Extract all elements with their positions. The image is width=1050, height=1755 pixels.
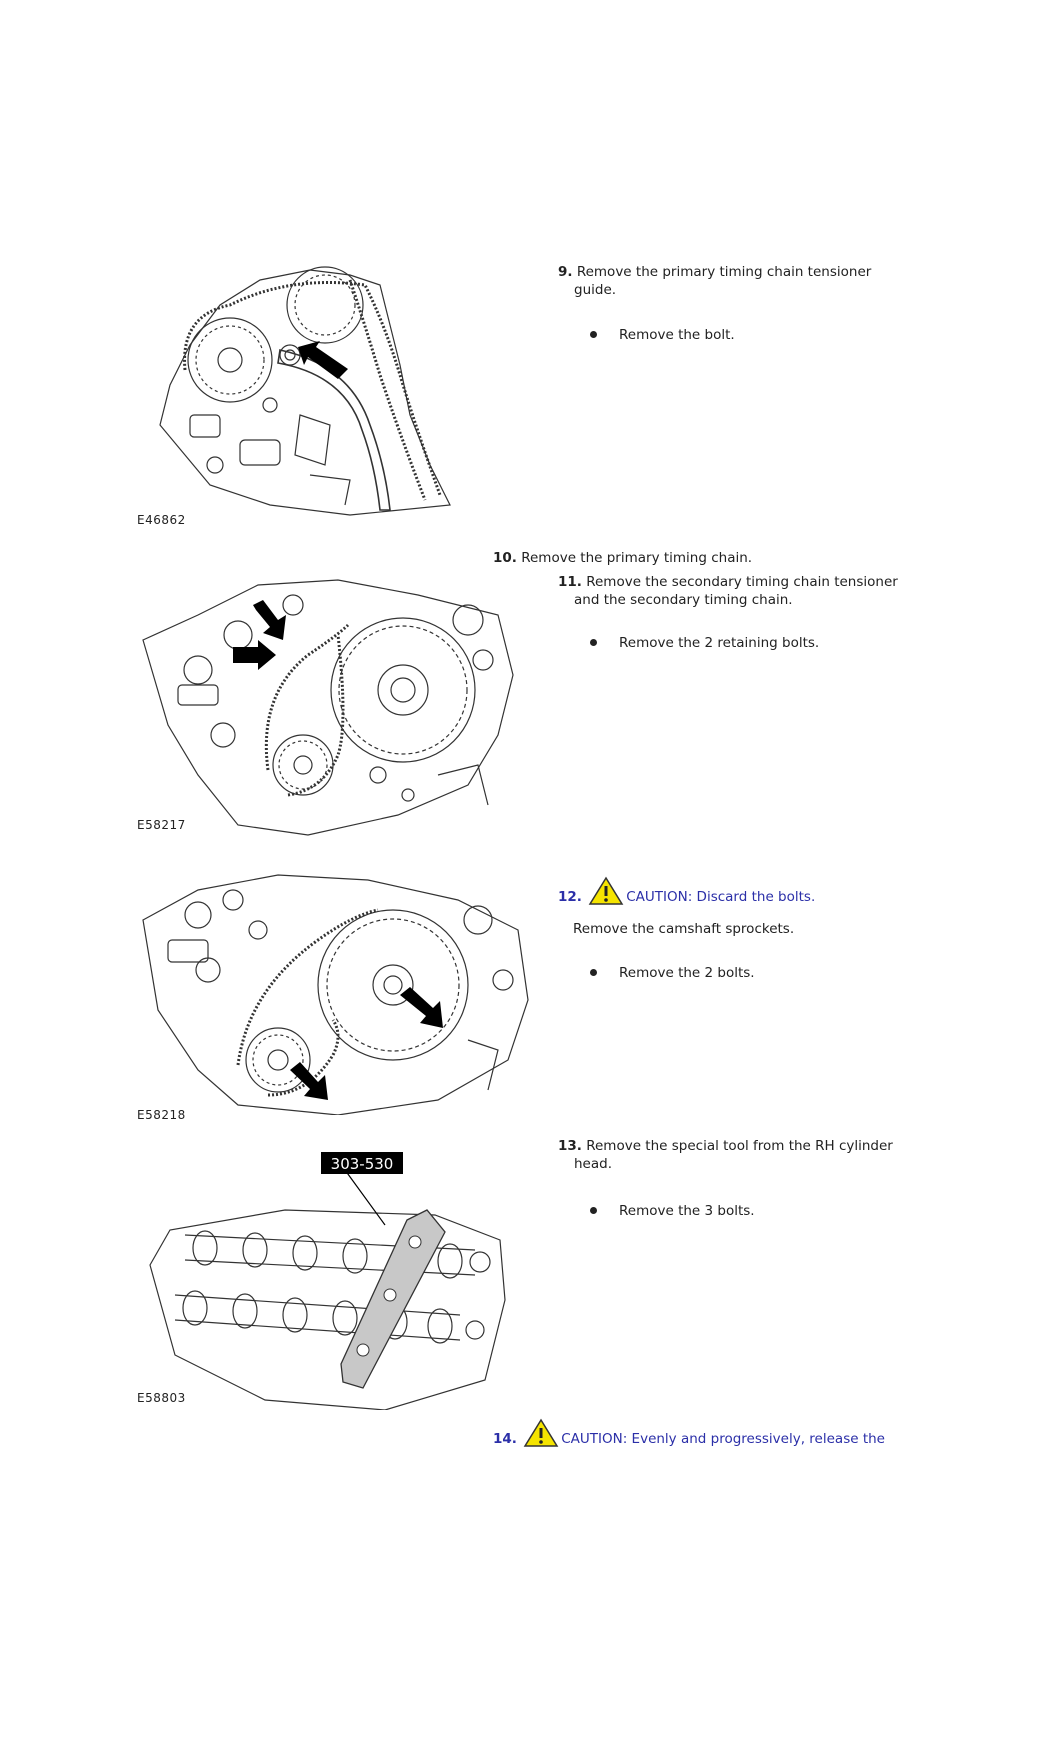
caution-text: CAUTION: Evenly and progressively, relea… xyxy=(561,1431,885,1447)
figure-secondary-chain xyxy=(138,575,518,840)
step-12-bullet: Remove the 2 bolts. xyxy=(590,964,755,982)
figure-code: E58217 xyxy=(137,818,186,832)
figure-tensioner-guide xyxy=(150,265,505,525)
step-10: 10. Remove the primary timing chain. xyxy=(493,549,752,567)
step-text-cont: and the secondary timing chain. xyxy=(574,592,793,608)
caution-text: CAUTION: Discard the bolts. xyxy=(626,889,816,905)
step-text: Remove the primary timing chain. xyxy=(521,550,753,566)
step-13: 13. Remove the special tool from the RH … xyxy=(558,1137,978,1173)
bullet-text: Remove the bolt. xyxy=(619,327,735,343)
bullet-text: Remove the 3 bolts. xyxy=(619,1203,755,1219)
step-number: 11. xyxy=(558,574,582,590)
step-12-text: Remove the camshaft sprockets. xyxy=(573,920,794,938)
figure-special-tool: 303-530 xyxy=(145,1150,515,1410)
step-12: 12. CAUTION: Discard the bolts. xyxy=(558,876,815,906)
step-11-bullet: Remove the 2 retaining bolts. xyxy=(590,634,819,652)
step-text: Remove the special tool from the RH cyli… xyxy=(586,1138,893,1154)
step-9-bullet: Remove the bolt. xyxy=(590,326,735,344)
tool-label-box xyxy=(321,1152,403,1174)
step-number: 13. xyxy=(558,1138,582,1154)
camshaft-sprocket-illustration xyxy=(142,874,529,1115)
step-14: 14. CAUTION: Evenly and progressively, r… xyxy=(493,1418,885,1448)
bullet-dot xyxy=(590,1206,597,1214)
secondary-chain-illustration xyxy=(142,579,514,836)
step-text: Remove the camshaft sprockets. xyxy=(573,921,795,937)
bullet-dot xyxy=(590,330,597,338)
warning-icon xyxy=(588,876,624,905)
step-11: 11. Remove the secondary timing chain te… xyxy=(558,573,978,609)
bullet-dot xyxy=(590,968,597,976)
step-text-cont: head. xyxy=(574,1156,612,1172)
step-number: 14. xyxy=(493,1431,517,1447)
arrow-marker xyxy=(298,341,348,379)
arrow-marker xyxy=(253,600,286,640)
bullet-dot xyxy=(590,638,597,646)
step-number: 12. xyxy=(558,889,582,905)
bullet-text: Remove the 2 retaining bolts. xyxy=(619,635,820,651)
figure-code: E46862 xyxy=(137,513,186,527)
warning-icon xyxy=(523,1418,559,1447)
special-tool-illustration: 303-530 xyxy=(149,1152,506,1410)
step-text: Remove the primary timing chain tensione… xyxy=(576,264,872,280)
figure-camshaft-sprockets xyxy=(138,870,533,1115)
step-9: 9. Remove the primary timing chain tensi… xyxy=(558,263,938,299)
figure-code: E58803 xyxy=(137,1391,186,1405)
figure-code: E58218 xyxy=(137,1108,186,1122)
tool-label: 303-530 xyxy=(331,1155,394,1173)
bullet-text: Remove the 2 bolts. xyxy=(619,965,755,981)
arrow-marker xyxy=(400,987,443,1028)
step-text: Remove the secondary timing chain tensio… xyxy=(586,574,898,590)
tensioner-guide-illustration xyxy=(159,266,451,516)
arrow-marker xyxy=(233,640,276,670)
step-text-cont: guide. xyxy=(574,282,617,298)
arrow-marker xyxy=(290,1062,328,1100)
step-number: 9. xyxy=(558,264,573,280)
step-number: 10. xyxy=(493,550,517,566)
step-13-bullet: Remove the 3 bolts. xyxy=(590,1202,755,1220)
